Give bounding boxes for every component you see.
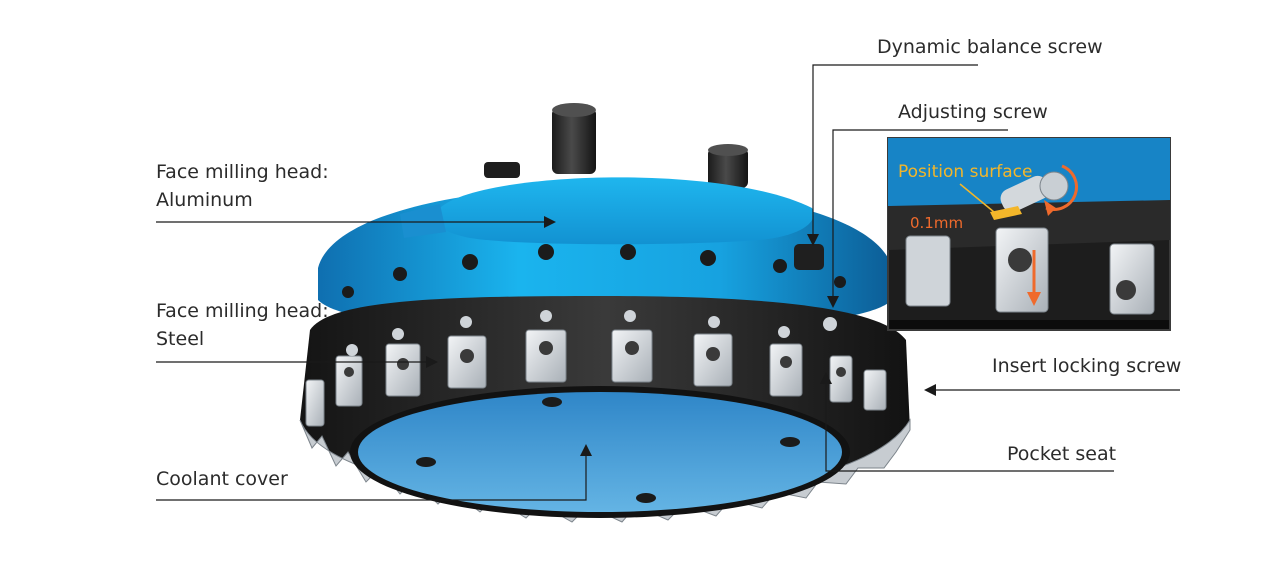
cutting-inserts — [305, 310, 887, 427]
label-aluminum-line1: Face milling head: — [156, 161, 329, 183]
leader-pocket — [825, 380, 1114, 472]
leader-arrowheads — [426, 216, 936, 456]
label-steel-head: Face milling head: Steel — [156, 297, 329, 353]
arrow-coolant — [580, 444, 592, 456]
leader-dynamic — [812, 64, 978, 238]
leader-coolant — [156, 452, 587, 501]
detail-inset — [887, 137, 1171, 331]
inset-position-surface-label: Position surface — [898, 162, 1033, 182]
mounting-pins — [484, 103, 748, 188]
arrow-steel — [426, 356, 438, 368]
arrow-insert — [924, 384, 936, 396]
label-pocket-seat: Pocket seat — [1007, 443, 1117, 465]
leader-adjusting — [832, 129, 1008, 300]
label-steel-line2: Steel — [156, 328, 205, 350]
coolant-cover — [350, 386, 850, 518]
label-aluminum-line2: Aluminum — [156, 189, 253, 211]
leader-lines — [156, 64, 1180, 501]
arrow-adjusting — [827, 296, 839, 308]
arrow-aluminum — [544, 216, 556, 228]
label-dynamic-balance-screw: Dynamic balance screw — [877, 36, 1103, 58]
label-adjusting-screw: Adjusting screw — [898, 101, 1048, 123]
label-insert-locking-screw: Insert locking screw — [992, 355, 1182, 377]
inset-measure-label: 0.1mm — [910, 214, 964, 232]
arrow-pocket — [820, 372, 832, 384]
arrow-dynamic — [807, 234, 819, 246]
label-steel-line1: Face milling head: — [156, 300, 329, 322]
label-aluminum-head: Face milling head: Aluminum — [156, 158, 329, 214]
label-coolant-cover: Coolant cover — [156, 468, 288, 490]
